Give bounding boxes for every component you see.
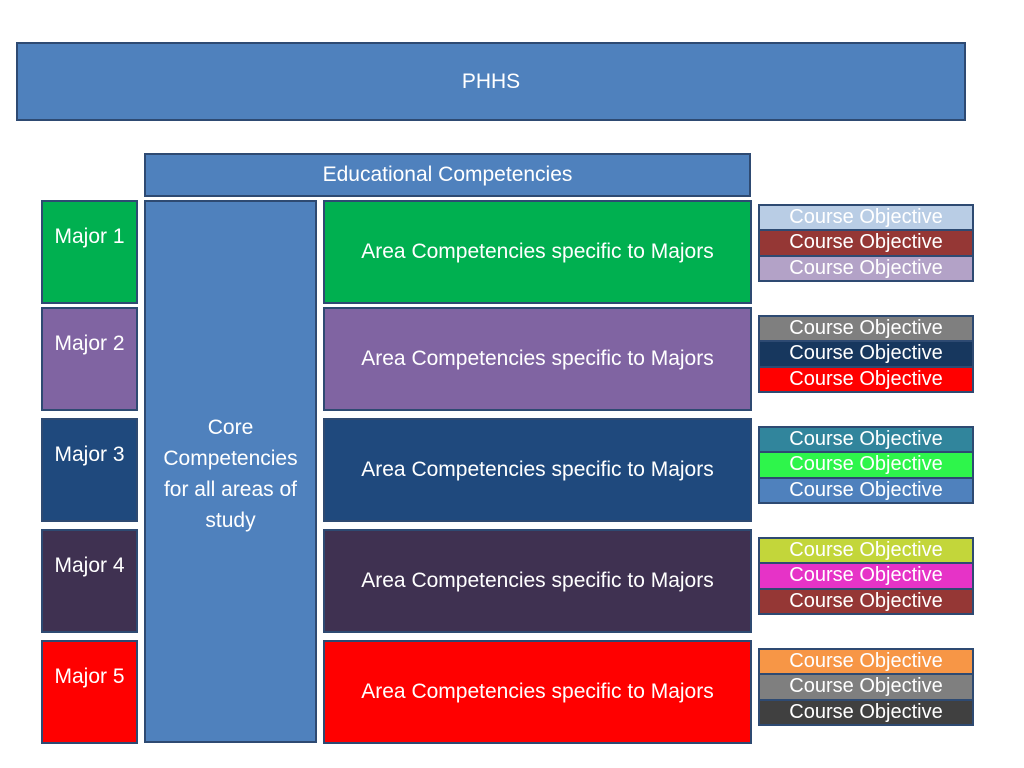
area-competencies-4-label: Area Competencies specific to Majors xyxy=(361,569,714,592)
course-objective-4-1: Course Objective xyxy=(760,539,972,563)
area-competencies-2-label: Area Competencies specific to Majors xyxy=(361,347,714,370)
core-competencies-label: Core Competencies for all areas of study xyxy=(163,416,298,532)
educational-competencies-bar: Educational Competencies xyxy=(144,153,751,197)
course-objective-5-1: Course Objective xyxy=(760,650,972,674)
area-competencies-1: Area Competencies specific to Majors xyxy=(323,200,752,304)
area-competencies-3-label: Area Competencies specific to Majors xyxy=(361,458,714,481)
major-3-label: Major 3 xyxy=(54,443,125,466)
course-objective-5-2: Course Objective xyxy=(760,675,972,699)
course-objective-2-2: Course Objective xyxy=(760,342,972,366)
phhs-title: PHHS xyxy=(461,69,521,93)
major-2-label: Major 2 xyxy=(54,332,125,355)
phhs-banner: PHHS xyxy=(16,42,966,121)
course-objective-1-1: Course Objective xyxy=(760,206,972,230)
major-5-box: Major 5 xyxy=(41,640,138,744)
area-competencies-5: Area Competencies specific to Majors xyxy=(323,640,752,744)
course-objective-2-3: Course Objective xyxy=(760,367,972,391)
area-competencies-4: Area Competencies specific to Majors xyxy=(323,529,752,633)
course-objective-2-1: Course Objective xyxy=(760,317,972,341)
course-objectives-group-5: Course Objective Course Objective Course… xyxy=(758,648,974,726)
course-objectives-group-1: Course Objective Course Objective Course… xyxy=(758,204,974,282)
course-objective-1-3: Course Objective xyxy=(760,256,972,280)
area-competencies-1-label: Area Competencies specific to Majors xyxy=(361,240,714,263)
course-objective-4-3: Course Objective xyxy=(760,589,972,613)
major-2-box: Major 2 xyxy=(41,307,138,411)
core-competencies-column: Core Competencies for all areas of study xyxy=(144,200,317,743)
course-objectives-group-2: Course Objective Course Objective Course… xyxy=(758,315,974,393)
course-objective-3-3: Course Objective xyxy=(760,478,972,502)
major-4-box: Major 4 xyxy=(41,529,138,633)
major-4-label: Major 4 xyxy=(54,554,125,577)
course-objective-5-3: Course Objective xyxy=(760,700,972,724)
course-objective-3-1: Course Objective xyxy=(760,428,972,452)
major-1-box: Major 1 xyxy=(41,200,138,304)
area-competencies-2: Area Competencies specific to Majors xyxy=(323,307,752,411)
major-3-box: Major 3 xyxy=(41,418,138,522)
course-objectives-group-4: Course Objective Course Objective Course… xyxy=(758,537,974,615)
educational-competencies-label: Educational Competencies xyxy=(322,163,573,186)
course-objective-4-2: Course Objective xyxy=(760,564,972,588)
course-objective-1-2: Course Objective xyxy=(760,231,972,255)
course-objective-3-2: Course Objective xyxy=(760,453,972,477)
major-1-label: Major 1 xyxy=(54,225,125,248)
course-objectives-group-3: Course Objective Course Objective Course… xyxy=(758,426,974,504)
area-competencies-3: Area Competencies specific to Majors xyxy=(323,418,752,522)
major-5-label: Major 5 xyxy=(54,665,125,688)
area-competencies-5-label: Area Competencies specific to Majors xyxy=(361,680,714,703)
